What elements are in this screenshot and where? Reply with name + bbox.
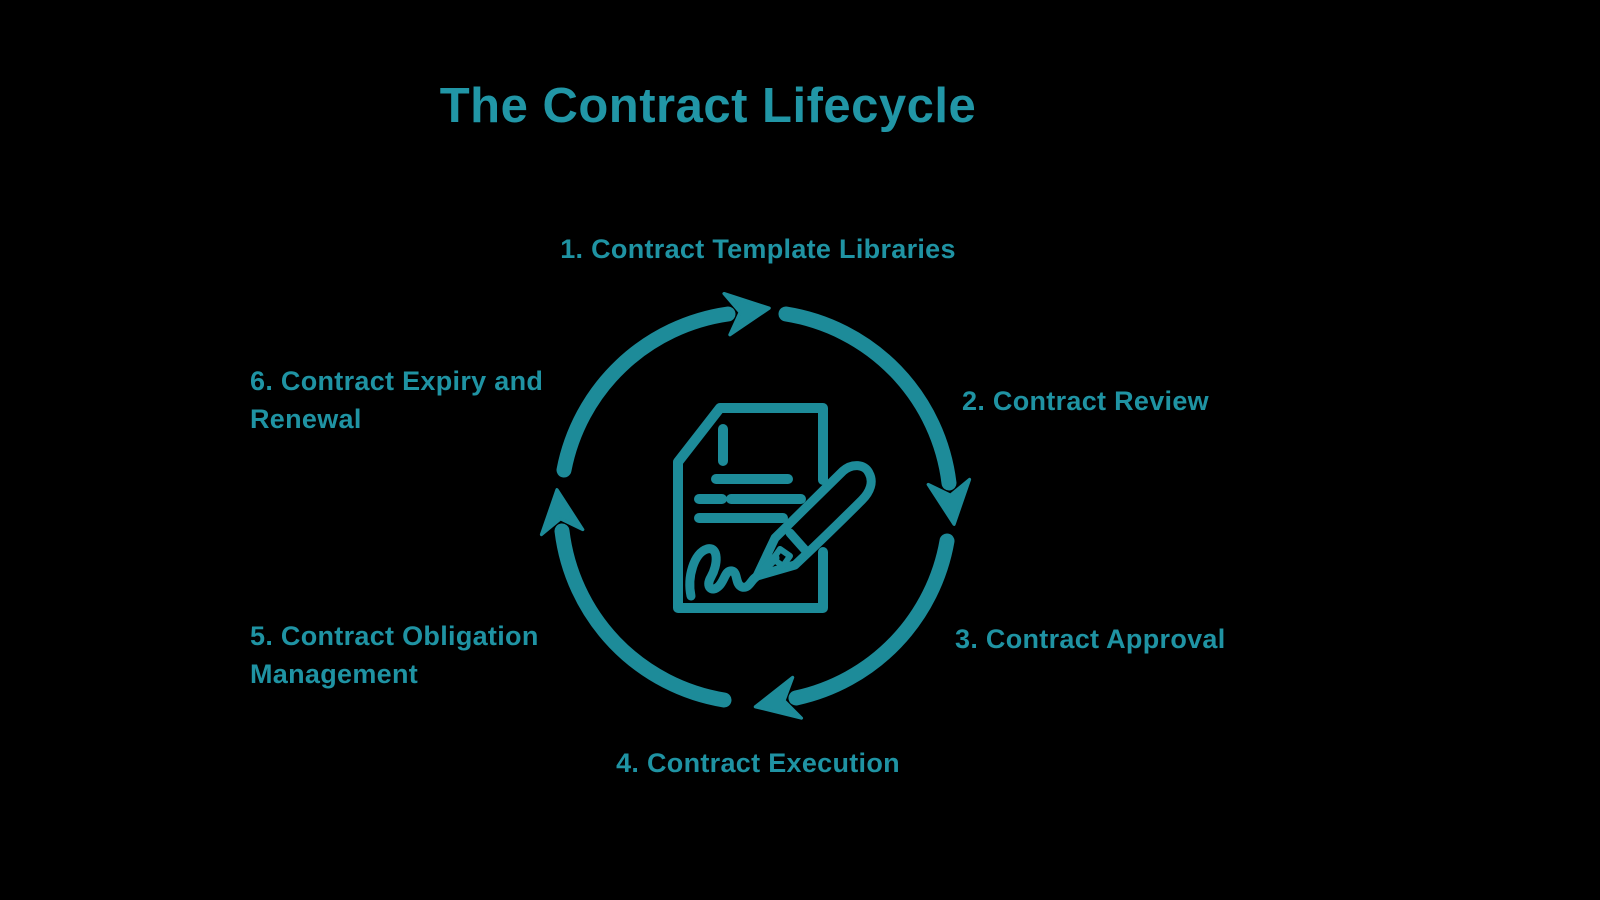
document-outline xyxy=(673,403,828,613)
pen-body xyxy=(752,461,876,581)
pen-nib-hole xyxy=(770,546,793,569)
signature-scribble xyxy=(685,544,761,601)
stage-label-contract-expiry-and-renewal: 6. Contract Expiry and Renewal xyxy=(250,366,544,434)
cycle-arc-top xyxy=(556,291,771,478)
document-text-lines xyxy=(694,474,806,523)
stage-label-contract-review: 2. Contract Review xyxy=(962,386,1209,416)
signed-contract-icon xyxy=(673,403,876,613)
cycle-arc-left-to-top xyxy=(539,488,732,708)
stage-label-contract-obligation-management: 5. Contract Obligation Management xyxy=(250,621,539,689)
stage-label-contract-template-libraries: 1. Contract Template Libraries xyxy=(560,234,956,264)
pen-collar-line xyxy=(785,528,811,556)
page-title: The Contract Lifecycle xyxy=(439,79,977,133)
cycle-arc-top-to-right xyxy=(778,306,972,526)
pen-icon xyxy=(752,461,876,581)
stage-label-contract-approval: 3. Contract Approval xyxy=(955,624,1226,654)
cycle-arc-right-to-bottom xyxy=(753,533,955,720)
stage-label-contract-execution: 4. Contract Execution xyxy=(616,748,900,778)
